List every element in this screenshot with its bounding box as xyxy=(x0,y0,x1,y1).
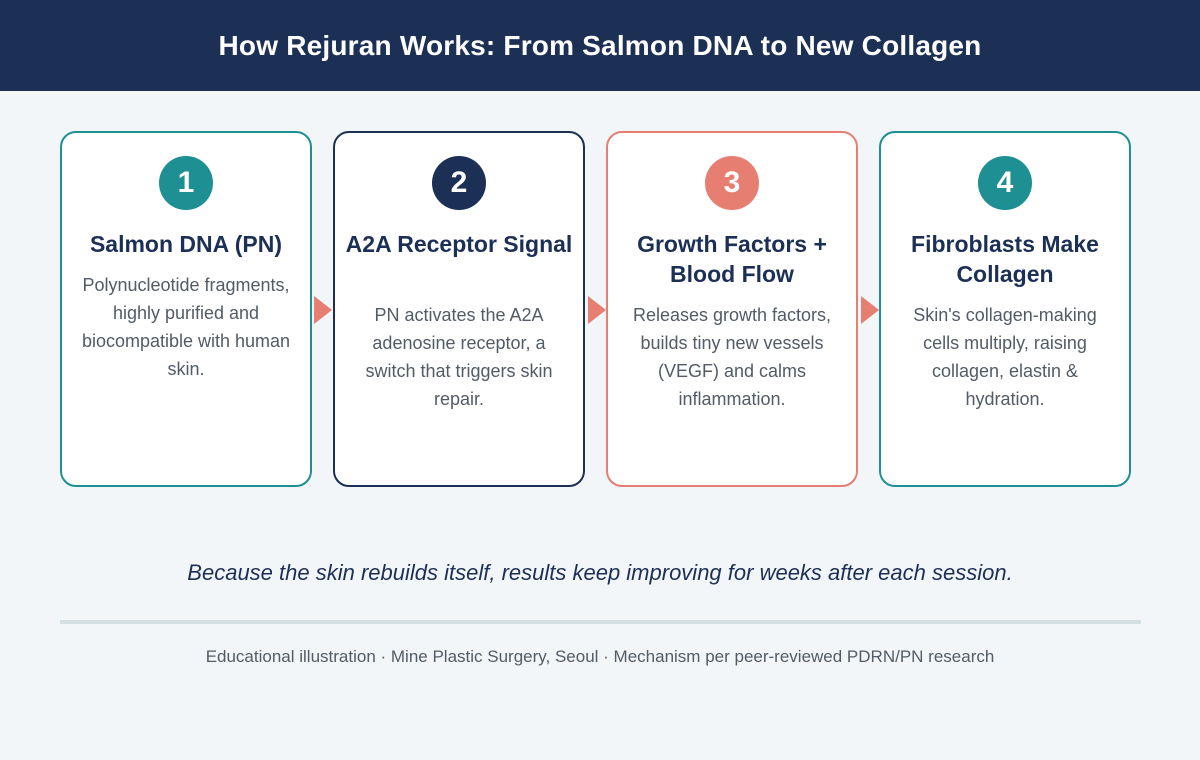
step-number-badge: 1 xyxy=(159,156,213,210)
step-number-badge: 2 xyxy=(432,156,486,210)
step-description: Skin's collagen-making cells multiply, r… xyxy=(913,305,1097,409)
arrow-right-icon xyxy=(588,296,606,324)
summary-note: Because the skin rebuilds itself, result… xyxy=(187,560,1013,585)
step-card-3: 3 Growth Factors + Blood Flow Releases g… xyxy=(606,131,858,487)
footer-credit: Educational illustration · Mine Plastic … xyxy=(205,647,995,666)
step-title: Salmon DNA (PN) xyxy=(89,231,283,257)
step-title: Fibroblasts Make Collagen xyxy=(911,231,1099,287)
step-card-2: 2 A2A Receptor Signal PN activates the A… xyxy=(333,131,585,487)
step-title: A2A Receptor Signal xyxy=(345,231,573,257)
step-description: Polynucleotide fragments, highly purifie… xyxy=(81,275,291,379)
page-title: How Rejuran Works: From Salmon DNA to Ne… xyxy=(218,29,982,61)
step-card-4: 4 Fibroblasts Make Collagen Skin's colla… xyxy=(879,131,1131,487)
divider xyxy=(60,620,1141,624)
step-card-1: 1 Salmon DNA (PN) Polynucleotide fragmen… xyxy=(60,131,312,487)
step-description: Releases growth factors, builds tiny new… xyxy=(632,305,832,409)
step-description: PN activates the A2A adenosine receptor,… xyxy=(365,305,553,409)
arrow-right-icon xyxy=(314,296,332,324)
step-title: Growth Factors + Blood Flow xyxy=(637,231,827,287)
step-number-badge: 3 xyxy=(705,156,759,210)
header-bar: How Rejuran Works: From Salmon DNA to Ne… xyxy=(0,0,1200,91)
arrow-right-icon xyxy=(861,296,879,324)
step-number-badge: 4 xyxy=(978,156,1032,210)
